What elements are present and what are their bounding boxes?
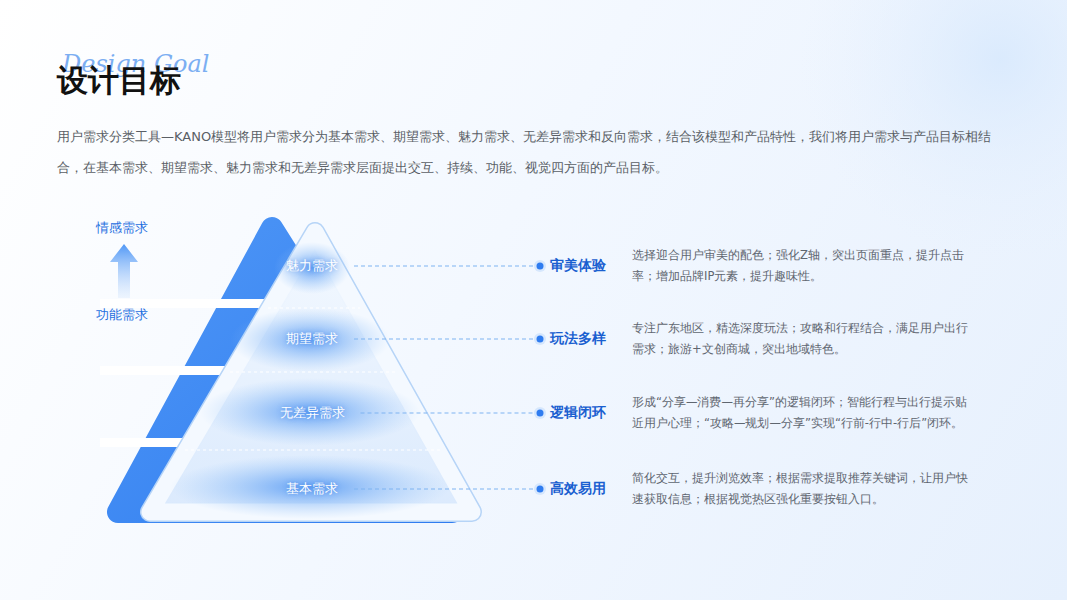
band-label: 基本需求 xyxy=(286,480,338,498)
goal-item: 玩法多样专注广东地区，精选深度玩法；攻略和行程结合，满足用户出行需求；旅游+文创… xyxy=(550,318,977,360)
axis-label: 情感需求 xyxy=(96,219,148,237)
end-dot xyxy=(537,486,544,493)
dashed-connector xyxy=(354,488,538,489)
end-dot-ring xyxy=(534,407,546,419)
band-label: 无差异需求 xyxy=(280,404,345,422)
glow xyxy=(170,455,450,519)
title: 设计目标 xyxy=(57,60,181,102)
goal-description: 专注广东地区，精选深度玩法；攻略和行程结合，满足用户出行需求；旅游+文创商城，突… xyxy=(632,318,977,360)
pyramid-band: 魅力需求 xyxy=(276,253,348,279)
goal-item: 高效易用简化交互，提升浏览效率；根据需求提取推荐关键词，让用户快速获取信息；根据… xyxy=(550,468,977,510)
goal-item: 逻辑闭环形成“分享—消费—再分享”的逻辑闭环；智能行程与出行提示贴近用户心理；“… xyxy=(550,392,977,434)
glow xyxy=(274,242,350,294)
band-label: 期望需求 xyxy=(286,330,338,348)
band-dividers xyxy=(185,308,441,450)
goal-description: 简化交互，提升浏览效率；根据需求提取推荐关键词，让用户快速获取信息；根据视觉热区… xyxy=(632,468,977,510)
end-dot xyxy=(537,410,544,417)
end-dot xyxy=(537,336,544,343)
end-dot-ring xyxy=(534,333,546,345)
goal-item: 审美体验选择迎合用户审美的配色；强化Z轴，突出页面重点，提升点击率；增加品牌IP… xyxy=(550,245,977,287)
pyramid-band: 基本需求 xyxy=(276,476,348,502)
axis-label: 功能需求 xyxy=(96,306,148,324)
pyramid-band: 期望需求 xyxy=(276,326,348,352)
goal-heading: 逻辑闭环 xyxy=(550,404,632,422)
end-dot xyxy=(537,263,544,270)
end-dot-ring xyxy=(534,483,546,495)
dashed-connector xyxy=(361,412,539,413)
dashed-connector xyxy=(354,265,538,266)
goal-description: 选择迎合用户审美的配色；强化Z轴，突出页面重点，提升点击率；增加品牌IP元素，提… xyxy=(632,245,977,287)
up-arrow xyxy=(110,244,138,298)
band-label: 魅力需求 xyxy=(286,257,338,275)
dashed-connector xyxy=(354,338,538,339)
intro-paragraph: 用户需求分类工具—KANO模型将用户需求分为基本需求、期望需求、魅力需求、无差异… xyxy=(57,121,1012,183)
glow xyxy=(230,308,390,372)
goal-description: 形成“分享—消费—再分享”的逻辑闭环；智能行程与出行提示贴近用户心理；“攻略—规… xyxy=(632,392,977,434)
goal-heading: 高效易用 xyxy=(550,480,632,498)
goal-heading: 玩法多样 xyxy=(550,330,632,348)
goal-heading: 审美体验 xyxy=(550,257,632,275)
end-dot-ring xyxy=(534,260,546,272)
pyramid-band: 无差异需求 xyxy=(270,400,355,426)
glow xyxy=(200,378,420,446)
